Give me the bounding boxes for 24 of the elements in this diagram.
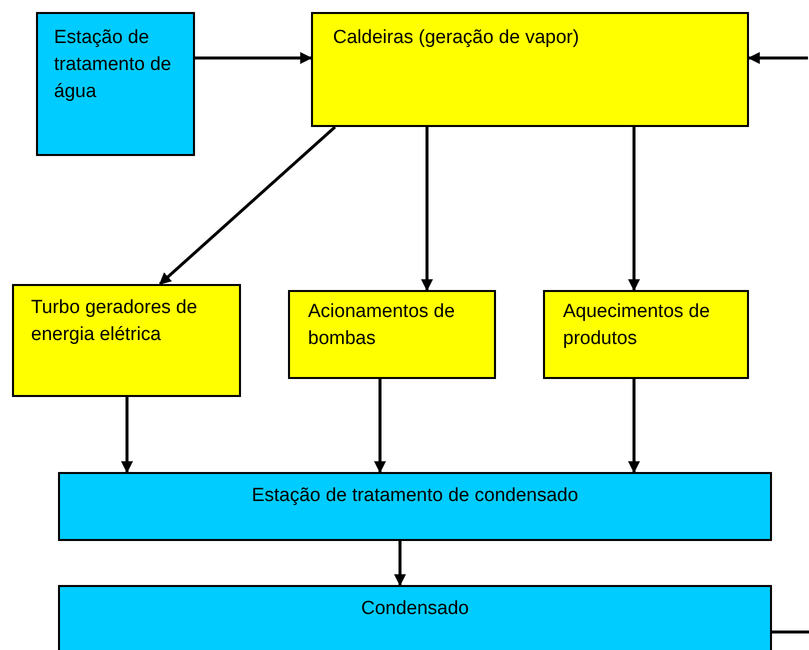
connector-line — [772, 630, 809, 634]
arrow — [121, 397, 133, 474]
arrow — [421, 127, 433, 292]
arrow — [628, 379, 640, 474]
node-label: Acionamentos de bombas — [308, 300, 456, 351]
node-label: Estação de tratamento de água — [54, 26, 172, 104]
node-label: Caldeiras (geração de vapor) — [333, 26, 580, 50]
arrow — [374, 379, 386, 474]
node-label: Estação de tratamento de condensado — [250, 484, 580, 508]
node-label: Aquecimentos de produtos — [563, 300, 711, 351]
arrow — [195, 52, 312, 64]
process-box — [58, 472, 772, 541]
arrow — [394, 541, 406, 586]
arrow — [159, 126, 336, 286]
process-box — [311, 12, 749, 127]
arrow — [628, 127, 640, 292]
node-label: Condensado — [360, 597, 470, 621]
process-box — [58, 585, 772, 650]
node-label: Turbo geradores de energia elétrica — [31, 296, 198, 347]
process-box — [543, 290, 749, 379]
process-box — [12, 284, 241, 397]
arrow — [748, 52, 808, 64]
process-box — [288, 290, 496, 379]
process-box — [36, 12, 195, 156]
